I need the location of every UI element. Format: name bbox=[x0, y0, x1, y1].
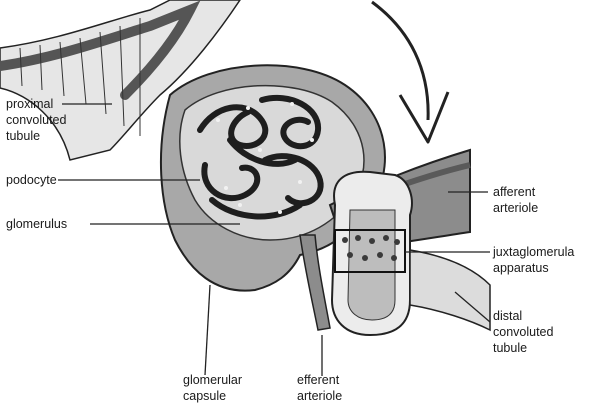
efferent-arteriole bbox=[300, 235, 330, 330]
label-juxtaglomerular-apparatus: juxtaglomerula apparatus bbox=[493, 244, 574, 276]
distal-tubule-extension bbox=[410, 250, 490, 330]
label-afferent-arteriole: afferent arteriole bbox=[493, 184, 538, 216]
label-podocyte: podocyte bbox=[6, 172, 57, 188]
flow-arrow-icon bbox=[372, 2, 428, 120]
label-efferent-arteriole: efferent arteriole bbox=[297, 372, 342, 404]
label-glomerular-capsule: glomerular capsule bbox=[183, 372, 242, 404]
leader-capsule bbox=[205, 285, 210, 375]
label-distal-convoluted-tubule: distal convoluted tubule bbox=[493, 308, 553, 356]
label-glomerulus: glomerulus bbox=[6, 216, 67, 232]
flow-arrow-head-icon bbox=[400, 92, 448, 142]
label-proximal-convoluted-tubule: proximal convoluted tubule bbox=[6, 96, 66, 144]
distal-tubule-lumen bbox=[348, 210, 395, 320]
